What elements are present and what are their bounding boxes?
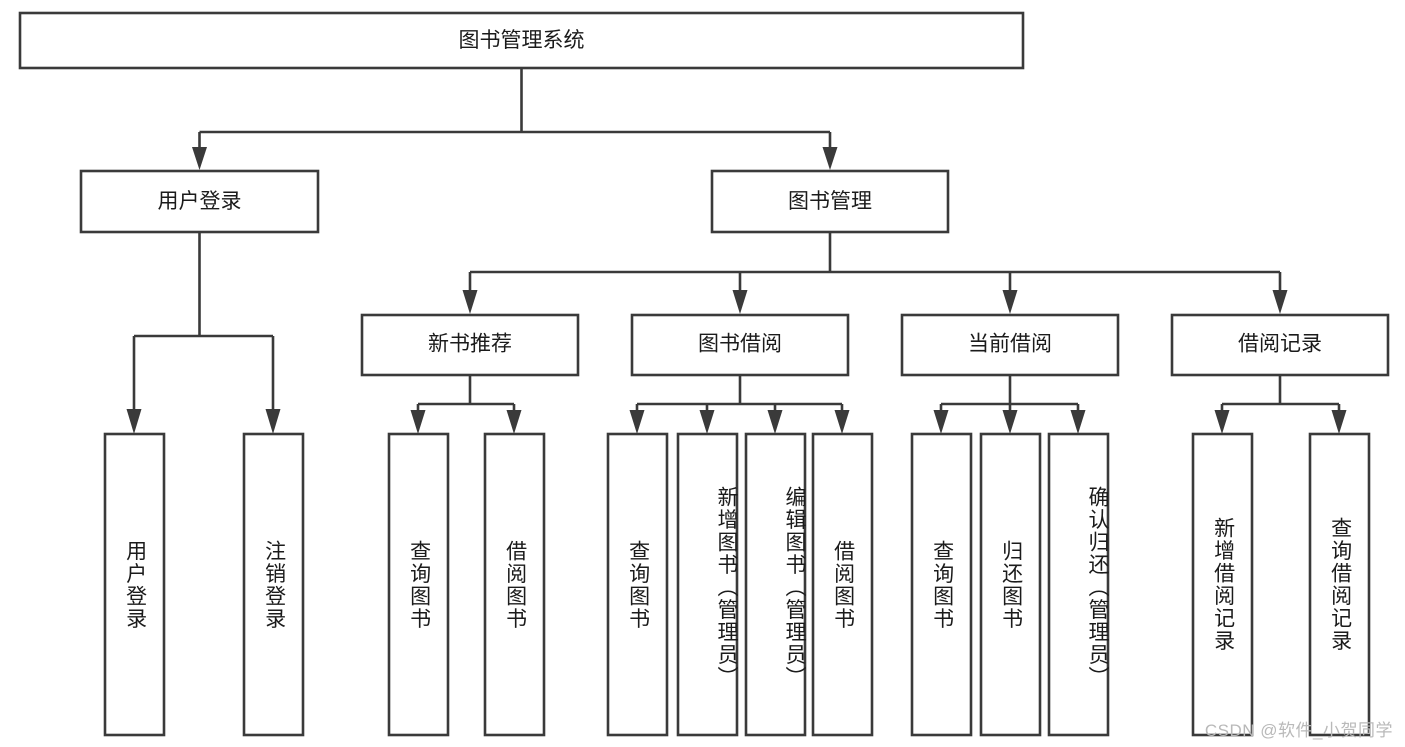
- connector-current-borrow-to-leaves: [933, 375, 1086, 434]
- leaf-box-add-book[interactable]: [676, 432, 739, 737]
- root-label: 图书管理系统: [459, 29, 585, 52]
- node-borrow-records[interactable]: 借阅记录: [1170, 313, 1390, 377]
- connector-root-to-level2: [192, 68, 838, 170]
- arrow-to-leaf-query-book-3: [933, 410, 949, 434]
- arrow-to-user-login: [192, 147, 207, 170]
- node-current-borrow[interactable]: 当前借阅: [900, 313, 1120, 377]
- arrow-to-book-borrow: [732, 290, 748, 314]
- leaf-box-edit-book[interactable]: [744, 432, 807, 737]
- user-login-label: 用户登录: [158, 190, 242, 213]
- current-borrow-label: 当前借阅: [968, 333, 1052, 356]
- book-management-label: 图书管理: [788, 190, 872, 213]
- arrow-to-leaf-borrow-book-1: [506, 410, 522, 434]
- connector-borrow-records-to-leaves: [1214, 375, 1347, 434]
- arrow-to-leaf-return-book: [1002, 410, 1018, 434]
- leaf-box-borrow-book-1[interactable]: [483, 432, 546, 737]
- leaf-box-user-login[interactable]: [103, 432, 166, 737]
- node-user-login[interactable]: 用户登录: [79, 169, 320, 234]
- node-root[interactable]: 图书管理系统: [18, 11, 1025, 70]
- leaf-box-add-record[interactable]: [1191, 432, 1254, 737]
- book-borrow-label: 图书借阅: [698, 333, 782, 356]
- arrow-to-book-management: [822, 147, 838, 170]
- arrow-to-leaf-user-login: [126, 409, 142, 434]
- root-box[interactable]: [18, 11, 1025, 70]
- arrow-to-leaf-confirm-return: [1070, 410, 1086, 434]
- connector-new-book-recommend-to-leaves: [410, 375, 522, 434]
- leaf-box-query-book-2[interactable]: [606, 432, 669, 737]
- connector-user-login-to-leaves: [126, 232, 281, 434]
- arrow-to-leaf-add-book: [699, 410, 715, 434]
- arrow-to-current-borrow: [1002, 290, 1018, 314]
- leaf-box-borrow-book-2[interactable]: [811, 432, 874, 737]
- node-book-borrow[interactable]: 图书借阅: [630, 313, 850, 377]
- arrow-to-leaf-logout: [265, 409, 281, 434]
- arrow-to-leaf-edit-book: [767, 410, 783, 434]
- csdn-watermark: CSDN @软件_小贺同学: [1204, 721, 1393, 740]
- arrow-to-borrow-records: [1272, 290, 1288, 314]
- borrow-records-label: 借阅记录: [1238, 333, 1322, 356]
- node-book-management[interactable]: 图书管理: [710, 169, 950, 234]
- connector-book-management-to-level3: [462, 232, 1288, 314]
- arrow-to-leaf-query-book-2: [629, 410, 645, 434]
- leaf-box-logout[interactable]: [242, 432, 305, 737]
- arrow-to-new-book-recommend: [462, 290, 478, 314]
- arrow-to-leaf-add-record: [1214, 410, 1230, 434]
- leaf-box-return-book[interactable]: [979, 432, 1042, 737]
- node-new-book-recommend[interactable]: 新书推荐: [360, 313, 580, 377]
- leaf-box-confirm-return[interactable]: [1047, 432, 1110, 737]
- arrow-to-leaf-borrow-book-2: [834, 410, 850, 434]
- leaf-box-query-book-1[interactable]: [387, 432, 450, 737]
- arrow-to-leaf-query-book-1: [410, 410, 426, 434]
- new-book-recommend-box[interactable]: [360, 313, 580, 377]
- leaf-box-query-book-3[interactable]: [910, 432, 973, 737]
- current-borrow-box[interactable]: [900, 313, 1120, 377]
- connector-book-borrow-to-leaves: [629, 375, 850, 434]
- user-login-box[interactable]: [79, 169, 320, 234]
- new-book-recommend-label: 新书推荐: [428, 333, 512, 356]
- arrow-to-leaf-query-record: [1331, 410, 1347, 434]
- leaf-box-query-record[interactable]: [1308, 432, 1371, 737]
